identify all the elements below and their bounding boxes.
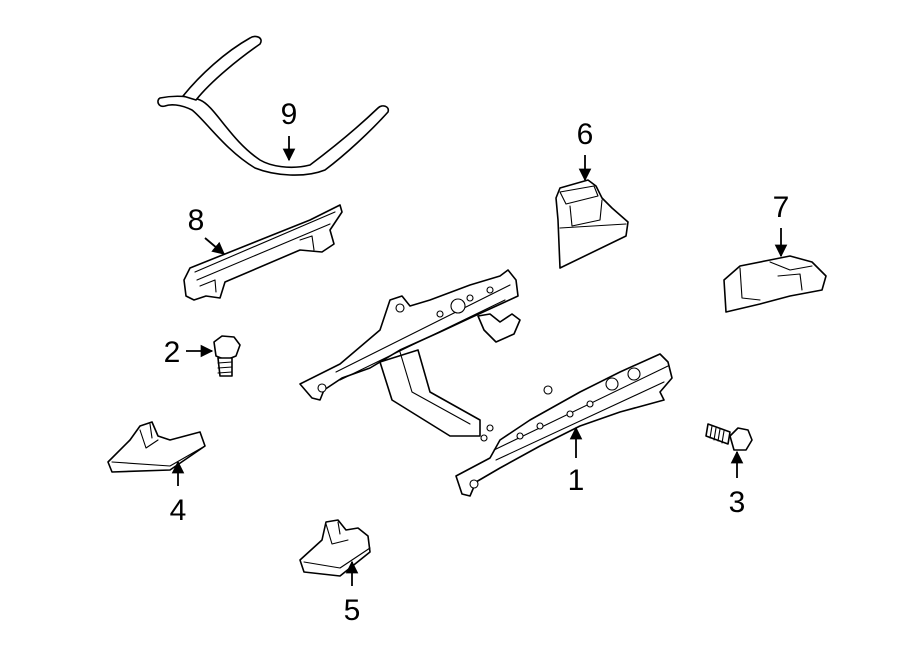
part-2-bolt xyxy=(213,335,241,377)
callout-number-7: 7 xyxy=(773,191,790,224)
leader-8 xyxy=(204,237,225,255)
callout-number-9: 9 xyxy=(281,98,298,131)
callout-number-3: 3 xyxy=(729,486,746,519)
part-6-track-cover xyxy=(555,179,629,269)
part-5-track-cover xyxy=(299,519,371,577)
part-7-track-cover xyxy=(723,255,827,313)
callout-number-5: 5 xyxy=(344,594,361,627)
callout-number-8: 8 xyxy=(188,204,205,237)
callout-number-4: 4 xyxy=(170,494,187,527)
part-9-wire-frame xyxy=(157,35,390,176)
callout-number-1: 1 xyxy=(568,464,585,497)
callout-number-6: 6 xyxy=(577,118,594,151)
part-4-track-cover xyxy=(107,421,206,473)
part-3-bolt xyxy=(705,423,753,451)
callout-number-2: 2 xyxy=(164,336,181,369)
part-8-track-rail xyxy=(183,204,343,301)
part-1-seat-track-assembly xyxy=(299,269,673,497)
